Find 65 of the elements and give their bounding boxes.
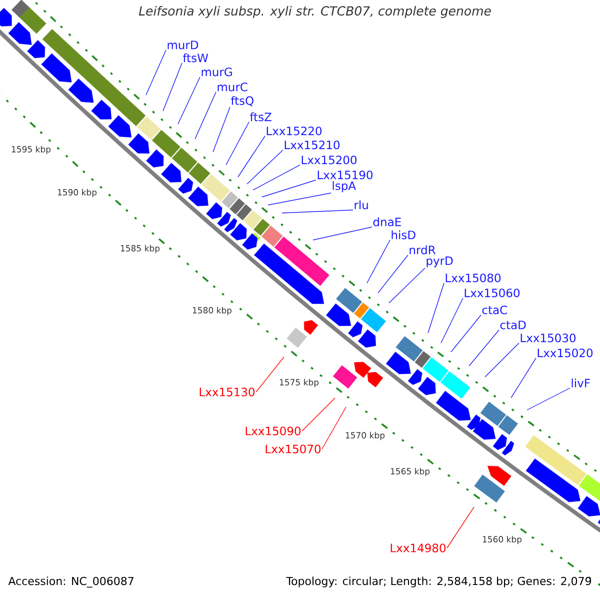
- gene-label: Lxx15020: [538, 348, 593, 358]
- scale-label: 1560 kbp: [482, 536, 522, 544]
- gene-label: murG: [202, 68, 232, 76]
- gene-label: lspA: [332, 181, 356, 192]
- leader-line: [262, 180, 316, 198]
- gene-label: nrdR: [410, 245, 436, 254]
- leader-line: [268, 192, 332, 206]
- leader-line: [526, 388, 570, 410]
- gene-label: ftsQ: [230, 96, 254, 106]
- leader-line: [256, 356, 284, 392]
- gene-label: ctaC: [482, 306, 507, 314]
- gene-label: Lxx15030: [520, 334, 576, 342]
- leader-line: [378, 254, 408, 294]
- scale-label: 1570 kbp: [346, 432, 385, 440]
- leader-line: [162, 62, 182, 112]
- gene-label: ftsZ: [250, 112, 272, 122]
- leader-line: [366, 240, 390, 284]
- leader-line: [388, 268, 426, 304]
- leader-line: [238, 136, 266, 178]
- scale-label: 1575 kbp: [280, 378, 319, 388]
- gene-label: Lxx15190: [318, 170, 373, 180]
- leader-line: [428, 282, 444, 334]
- leader-line: [246, 150, 284, 184]
- gene-label: rlu: [354, 200, 368, 210]
- leader-line: [510, 358, 536, 398]
- leader-line: [252, 164, 300, 190]
- gene-label: Lxx15210: [284, 140, 340, 150]
- gene-label: Lxx15090: [246, 426, 301, 436]
- leader-line: [446, 506, 474, 548]
- scale-label: 1580 kbp: [192, 306, 232, 316]
- leader-line: [146, 50, 166, 96]
- scale-label: 1595 kbp: [12, 146, 51, 154]
- leader-line: [194, 92, 216, 140]
- gene-label: Lxx15070: [266, 444, 321, 454]
- gene-label: ctaD: [500, 320, 526, 330]
- title: Leifsonia xyli subsp. xyli str. CTCB07, complete genome: [138, 6, 491, 18]
- leader-line: [312, 226, 372, 240]
- gene-label: dnaE: [373, 217, 401, 226]
- gene-label: ftsW: [182, 53, 208, 62]
- scale-label: 1565 kbp: [390, 468, 430, 476]
- gene-label: Lxx15130: [200, 388, 255, 396]
- accession-text: Accession: NC_006087: [8, 576, 134, 588]
- leader-line: [440, 298, 464, 344]
- gene-label: Lxx15200: [302, 156, 357, 164]
- gene-label: murD: [168, 40, 198, 50]
- gene-label: Lxx14980: [390, 544, 446, 552]
- leader-line: [302, 398, 336, 432]
- gene-label: livF: [572, 378, 590, 388]
- leader-line: [484, 342, 520, 378]
- genome-summary-text: Topology: circular; Length: 2,584,158 bp; Genes: 2,079: [286, 576, 592, 588]
- leader-line: [450, 314, 482, 352]
- leader-line: [282, 210, 354, 214]
- gene-label: murC: [218, 82, 248, 92]
- gene-label: Lxx15080: [446, 274, 501, 282]
- scale-label: 1585 kbp: [120, 244, 160, 254]
- leader-line: [322, 406, 346, 450]
- gene-label: Lxx15220: [266, 126, 322, 136]
- leader-line: [178, 76, 200, 124]
- gene-label: pyrD: [426, 256, 453, 268]
- gene-label: hisD: [392, 230, 416, 240]
- leader-line: [468, 330, 500, 366]
- leader-line: [212, 106, 230, 152]
- leader-line: [226, 122, 250, 166]
- scale-label: 1590 kbp: [58, 188, 97, 198]
- gene-label: Lxx15060: [464, 288, 520, 298]
